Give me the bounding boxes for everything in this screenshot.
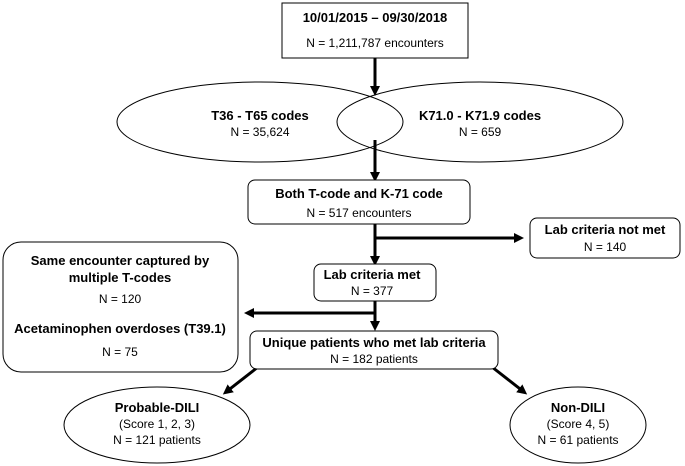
- non-dili-count: N = 61 patients: [537, 433, 618, 447]
- arrow-to-non-dili: [491, 365, 528, 395]
- probable-dili-ellipse: [63, 386, 251, 464]
- exclusion-count2: N = 75: [102, 345, 138, 359]
- date-range-box: [281, 2, 469, 59]
- exclusion-line1: Same encounter captured by: [31, 253, 210, 268]
- arrow-to-probable-dili: [222, 365, 259, 395]
- non-dili-title: Non-DILI: [551, 400, 605, 415]
- both-codes-title: Both T-code and K-71 code: [275, 186, 443, 201]
- k-codes-title: K71.0 - K71.9 codes: [419, 108, 541, 123]
- exclusion-count1: N = 120: [99, 292, 142, 306]
- unique-patients-box: [249, 330, 499, 370]
- t-codes-title: T36 - T65 codes: [211, 108, 309, 123]
- date-range-title: 10/01/2015 – 09/30/2018: [303, 10, 448, 25]
- date-range-count: N = 1,211,787 encounters: [306, 36, 444, 50]
- non-dili-score: (Score 4, 5): [547, 417, 610, 431]
- probable-dili-title: Probable-DILI: [115, 400, 200, 415]
- both-codes-box: [247, 179, 471, 225]
- exclusions-box: [2, 241, 239, 373]
- both-codes-count: N = 517 encounters: [306, 206, 411, 220]
- exclusion-line2: multiple T-codes: [69, 270, 172, 285]
- lab-not-met-count: N = 140: [584, 240, 627, 254]
- k-codes-ellipse: [336, 81, 624, 163]
- exclusion-title2: Acetaminophen overdoses (T39.1): [14, 321, 226, 336]
- non-dili-ellipse: [509, 386, 647, 464]
- lab-met-box: [313, 263, 437, 302]
- probable-dili-count: N = 121 patients: [113, 433, 201, 447]
- unique-patients-count: N = 182 patients: [330, 352, 418, 366]
- t-codes-count: N = 35,624: [230, 125, 289, 139]
- lab-met-title: Lab criteria met: [324, 267, 421, 282]
- lab-not-met-box: [529, 217, 681, 259]
- probable-dili-score: (Score 1, 2, 3): [119, 417, 195, 431]
- k-codes-count: N = 659: [459, 125, 502, 139]
- unique-patients-title: Unique patients who met lab criteria: [262, 335, 486, 350]
- lab-met-count: N = 377: [351, 284, 394, 298]
- lab-not-met-title: Lab criteria not met: [545, 222, 666, 237]
- t-codes-ellipse: [116, 81, 404, 163]
